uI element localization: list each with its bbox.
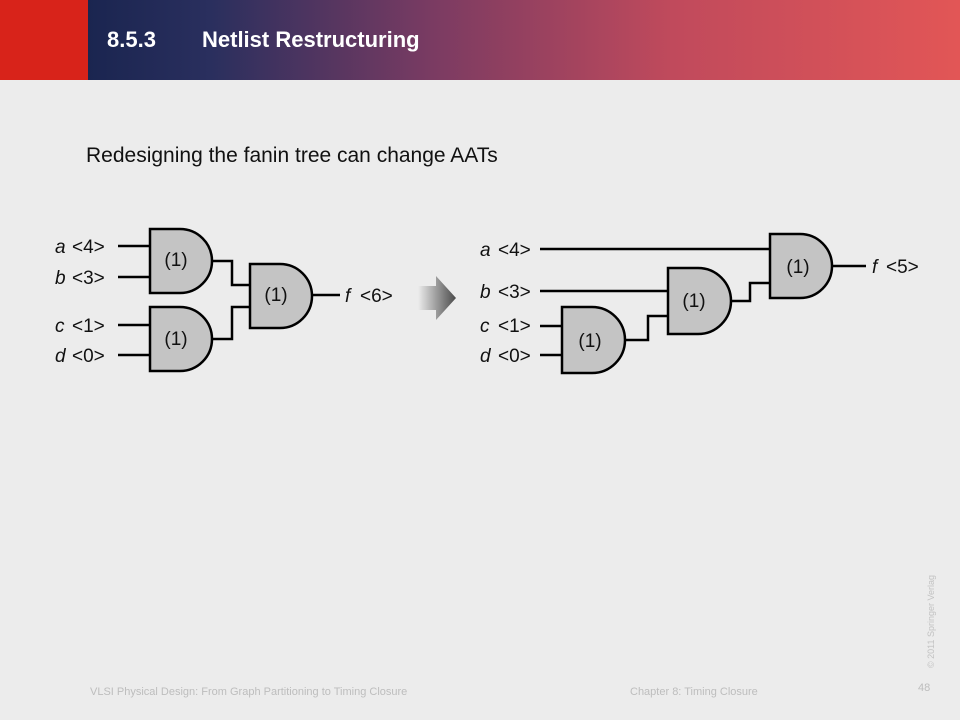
- gate-g3-label: (1): [264, 285, 287, 306]
- gate-h1-label: (1): [578, 331, 601, 352]
- wire-h2-h3: [730, 281, 770, 303]
- title-bar: 8.5.3 Netlist Restructuring: [0, 0, 960, 80]
- gate-g2-label: (1): [164, 329, 187, 350]
- input-a-aat-right: <4>: [498, 240, 531, 261]
- gate-g1-label: (1): [164, 250, 187, 271]
- input-b-name-right: b: [480, 282, 491, 303]
- title-accent-block: [0, 0, 88, 80]
- and-gate-h3: [768, 232, 834, 300]
- wire-g1-g3: [212, 259, 250, 287]
- input-b-aat-right: <3>: [498, 282, 531, 303]
- input-c-aat-right: <1>: [498, 316, 531, 337]
- input-a-aat-left: <4>: [72, 237, 105, 258]
- and-gate-h2: [666, 266, 733, 336]
- section-title: Netlist Restructuring: [202, 27, 420, 52]
- output-f-name-right: f: [872, 257, 879, 278]
- output-f-aat-left: <6>: [360, 286, 393, 307]
- wire-g2-g3: [212, 305, 250, 341]
- input-b-name-left: b: [55, 268, 66, 289]
- input-d-aat-right: <0>: [498, 346, 531, 367]
- copyright-notice: © 2011 Springer Verlag: [926, 574, 936, 668]
- section-number: 8.5.3: [107, 27, 156, 52]
- right-circuit: [540, 232, 866, 375]
- and-gate-g2: [148, 305, 214, 373]
- input-a-name-right: a: [480, 240, 491, 261]
- output-f-aat-right: <5>: [886, 257, 919, 278]
- input-c-aat-left: <1>: [72, 316, 105, 337]
- transform-arrow: [418, 276, 456, 320]
- input-a-name-left: a: [55, 237, 66, 258]
- page-number: 48: [918, 682, 931, 694]
- slide-subtitle: Redesigning the fanin tree can change AA…: [86, 144, 498, 167]
- and-gate-g1: [148, 227, 214, 295]
- input-d-aat-left: <0>: [72, 346, 105, 367]
- input-c-name-left: c: [55, 316, 65, 337]
- footer-chapter: Chapter 8: Timing Closure: [630, 686, 758, 698]
- wire-h1-h2: [624, 314, 668, 342]
- footer-book-title: VLSI Physical Design: From Graph Partiti…: [90, 686, 408, 698]
- left-circuit: [118, 227, 340, 373]
- input-d-name-left: d: [55, 346, 67, 367]
- input-b-aat-left: <3>: [72, 268, 105, 289]
- and-gate-g3: [248, 262, 314, 330]
- gate-h3-label: (1): [786, 257, 809, 278]
- input-d-name-right: d: [480, 346, 492, 367]
- input-c-name-right: c: [480, 316, 490, 337]
- and-gate-h1: [560, 305, 627, 375]
- gate-h2-label: (1): [682, 291, 705, 312]
- output-f-name-left: f: [345, 286, 352, 307]
